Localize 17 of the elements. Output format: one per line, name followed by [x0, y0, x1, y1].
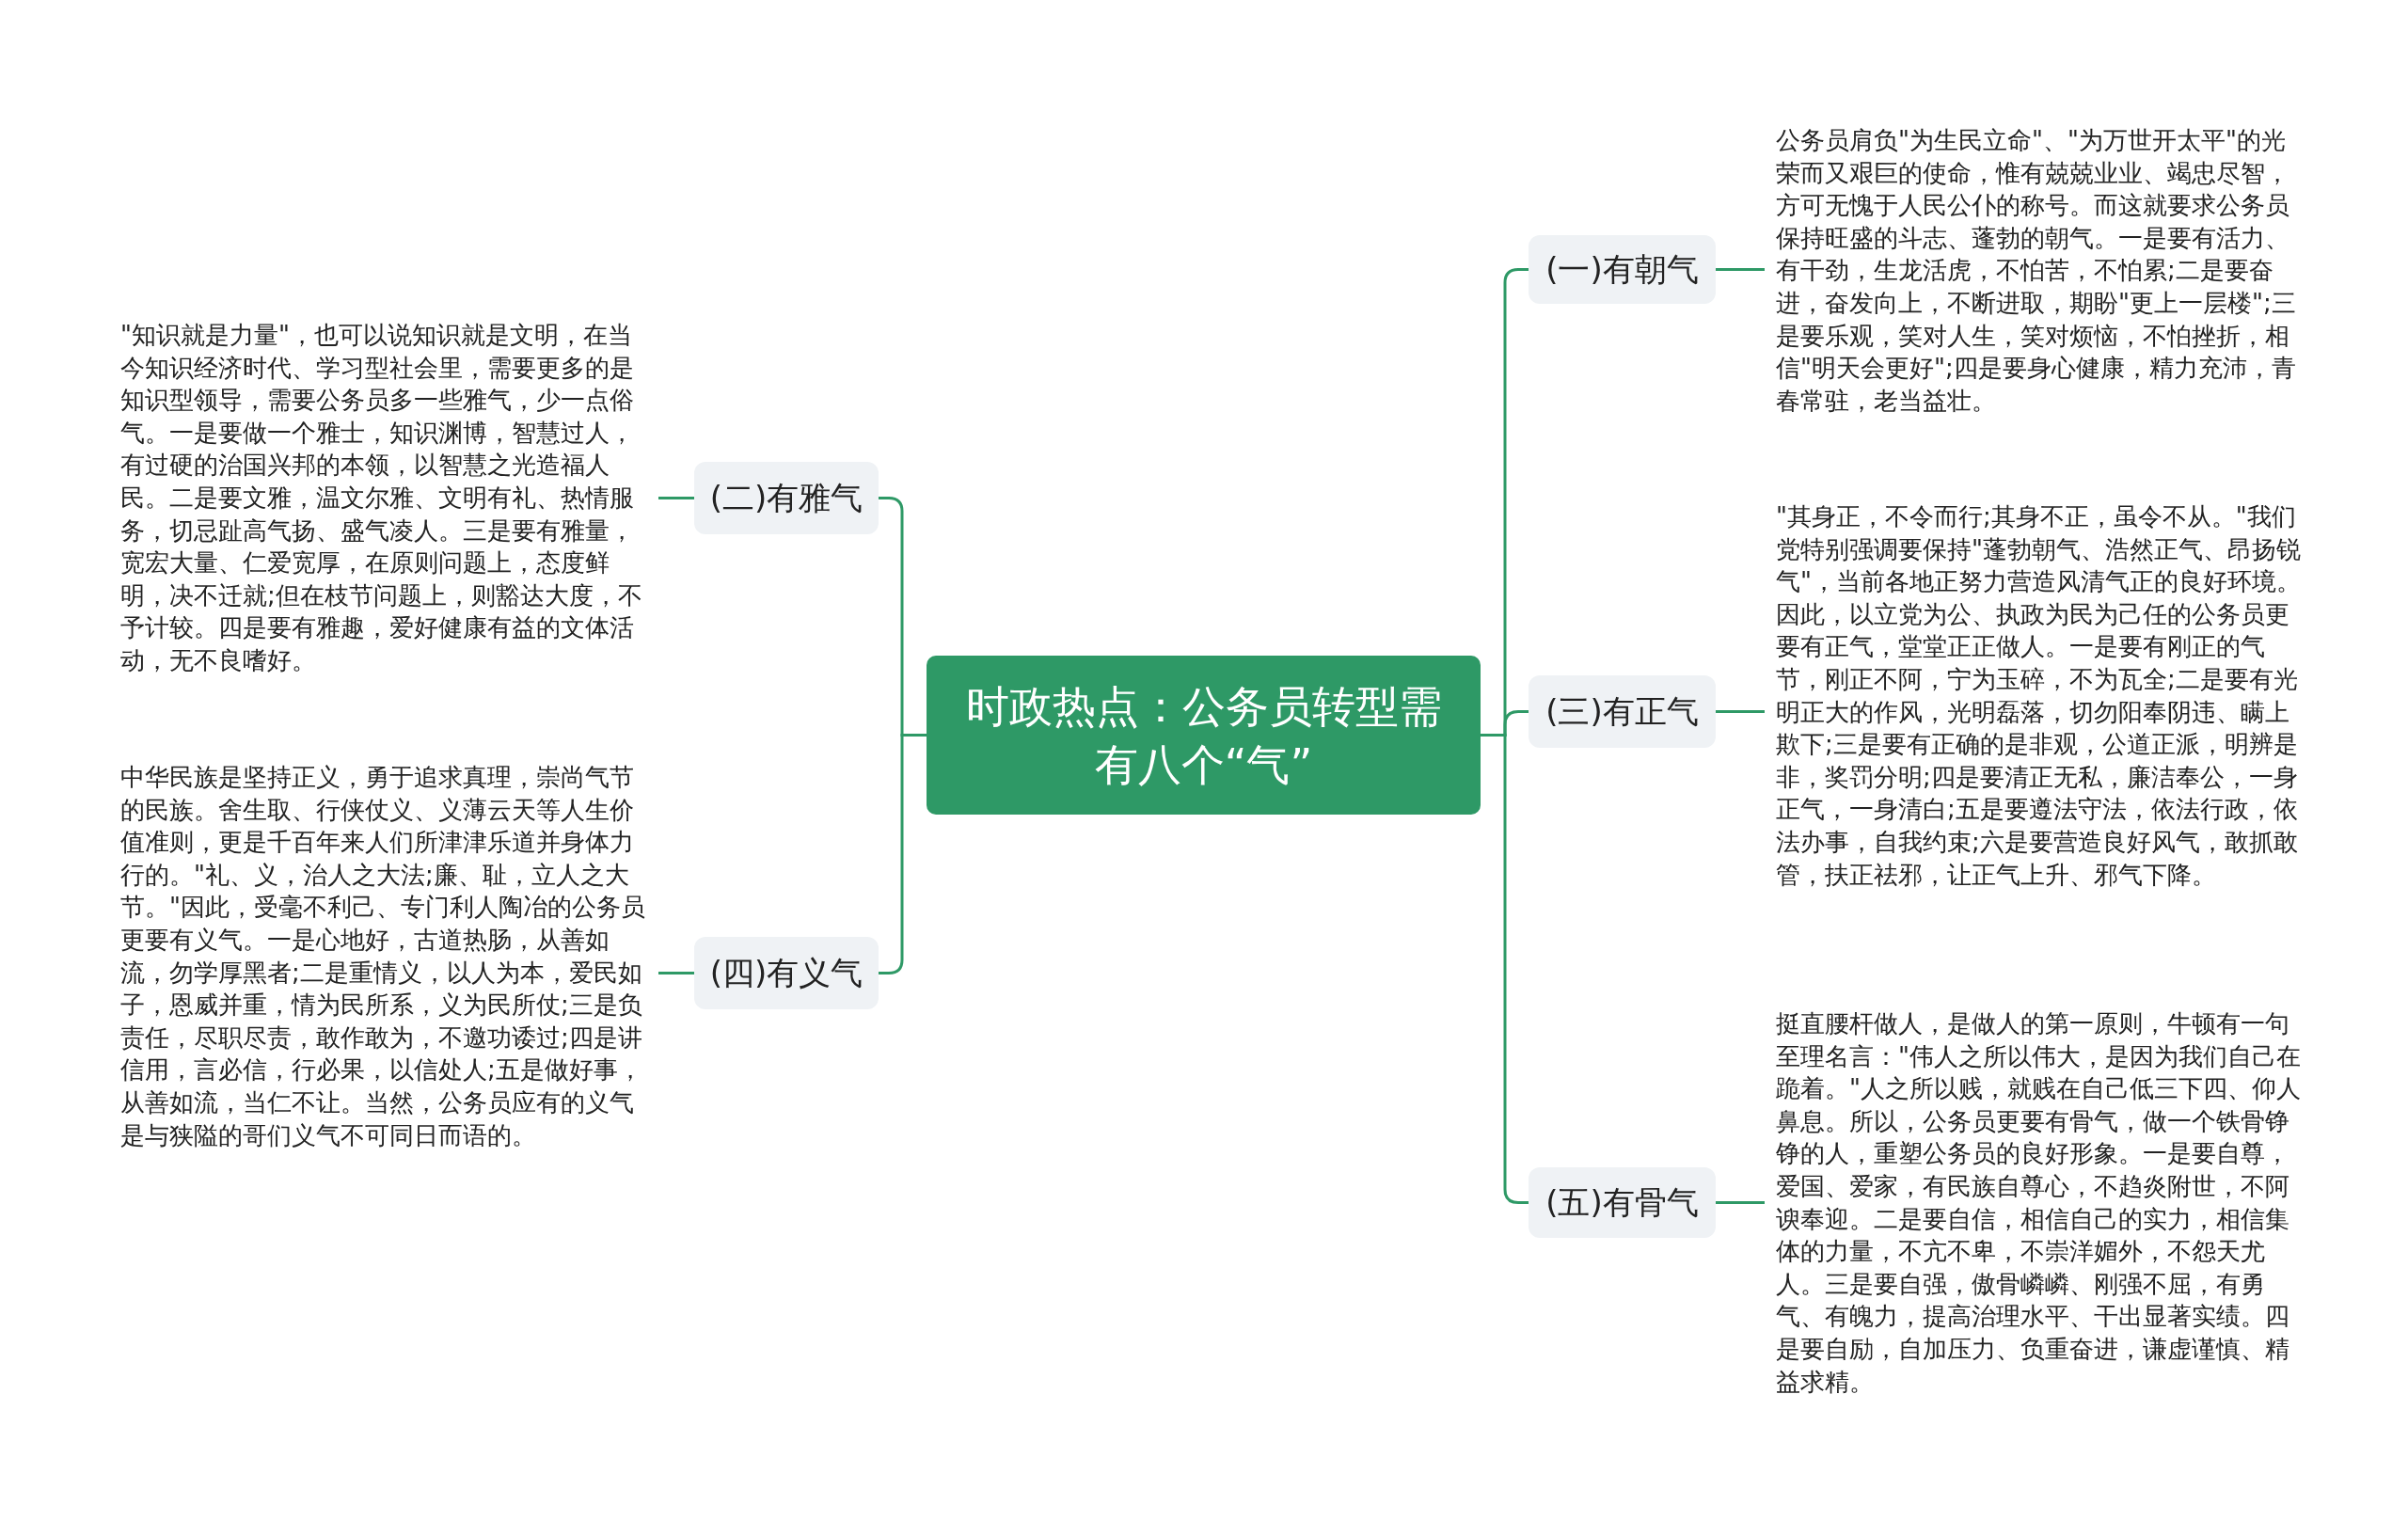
branch-box: (三)有正气	[1529, 675, 1716, 748]
paragraph-text: 挺直腰杆做人，是做人的第一原则，牛顿有一句至理名言："伟人之所以伟大，是因为我们自己在跪着。"人之所以贱，就贱在自己低三下四、仰人鼻息。所以，公务员更要有骨气，做一个铁骨铮铮的人，重塑公务员的良好形象。一是要自尊，爱国、爱家，有民族自尊心，不趋炎附世，不阿谀奉迎。二是要自信，相信自己的实力，相信集体的力量，不亢不卑，不崇洋媚外，不怨天尤人。三是要自强，傲骨嶙嶙、刚强不屈，有勇气、有魄力，提高治理水平、干出显著实绩。四是要自励，自加压力、负重奋进，谦虚谨慎、精益求精。	[1776, 1007, 2303, 1399]
paragraph-text: "知识就是力量"，也可以说知识就是文明，在当今知识经济时代、学习型社会里，需要更多的是知识型领导，需要公务员多一些雅气，少一点俗气。一是要做一个雅士，知识渊博，智慧过人，有过硬的治国兴邦的本领，以智慧之光造福人民。二是要文雅，温文尔雅、文明有礼、热情服务，切忌趾高气扬、盛气凌人。三是要有雅量，宽宏大量、仁爱宽厚，在原则问题上，态度鲜明，决不迁就;但在枝节问题上，则豁达大度，不予计较。四是要有雅趣，爱好健康有益的文体活动，无不良嗜好。	[120, 319, 647, 677]
connector-line	[658, 972, 694, 974]
paragraph-text: 中华民族是坚持正义，勇于追求真理，崇尚气节的民族。舍生取、行侠仗义、义薄云天等人生价值准则，更是千百年来人们所津津乐道并身体力行的。"礼、义，治人之大法;廉、耻，立人之大节。"因此，受毫不利己、专门利人陶冶的公务员更要有义气。一是心地好，古道热肠，从善如流，勿学厚黑者;二是重情义，以人为本，爱民如子，恩威并重，情为民所系，义为民所仗;三是负责任，尽职尽责，敢作敢为，不邀功诿过;四是讲信用，言必信，行必果，以信处人;五是做好事，从善如流，当仁不让。当然，公务员应有的义气是与狭隘的哥们义气不可同日而语的。	[120, 761, 647, 1152]
connector-line	[1716, 710, 1765, 713]
topic-box: 时政热点：公务员转型需有八个“气”	[927, 656, 1481, 815]
connector-line	[879, 734, 927, 974]
branch-box: (五)有骨气	[1529, 1167, 1716, 1238]
branch-box: (四)有义气	[694, 937, 879, 1009]
branch-box: (二)有雅气	[694, 462, 879, 534]
connector-line	[1716, 268, 1765, 271]
branch-box: (一)有朝气	[1529, 235, 1716, 304]
connector-line	[1716, 1201, 1765, 1204]
paragraph-text: 公务员肩负"为生民立命"、"为万世开太平"的光荣而又艰巨的使命，惟有兢兢业业、竭忠尽智，方可无愧于人民公仆的称号。而这就要求公务员保持旺盛的斗志、蓬勃的朝气。一是要有活力、有干劲，生龙活虎，不怕苦，不怕累;二是要奋进，奋发向上，不断进取，期盼"更上一层楼";三是要乐观，笑对人生，笑对烦恼，不怕挫折，相信"明天会更好";四是要身心健康，精力充沛，青春常驻，老当益壮。	[1776, 124, 2303, 418]
connector-line	[658, 497, 694, 499]
paragraph-text: "其身正，不令而行;其身不正，虽令不从。"我们党特别强调要保持"蓬勃朝气、浩然正气、昂扬锐气"，当前各地正努力营造风清气正的良好环境。因此，以立党为公、执政为民为己任的公务员更要有正气，堂堂正正做人。一是要有刚正的气节，刚正不阿，宁为玉碎，不为瓦全;二是要有光明正大的作风，光明磊落，切勿阳奉阴违、瞒上欺下;三是要有正确的是非观，公道正派，明辨是非，奖罚分明;四是要清正无私，廉洁奉公，一身正气，一身清白;五是要遵法守法，依法行政，依法办事，自我约束;六是要营造良好风气，敢抓敢管，扶正祛邪，让正气上升、邪气下降。	[1776, 500, 2303, 892]
